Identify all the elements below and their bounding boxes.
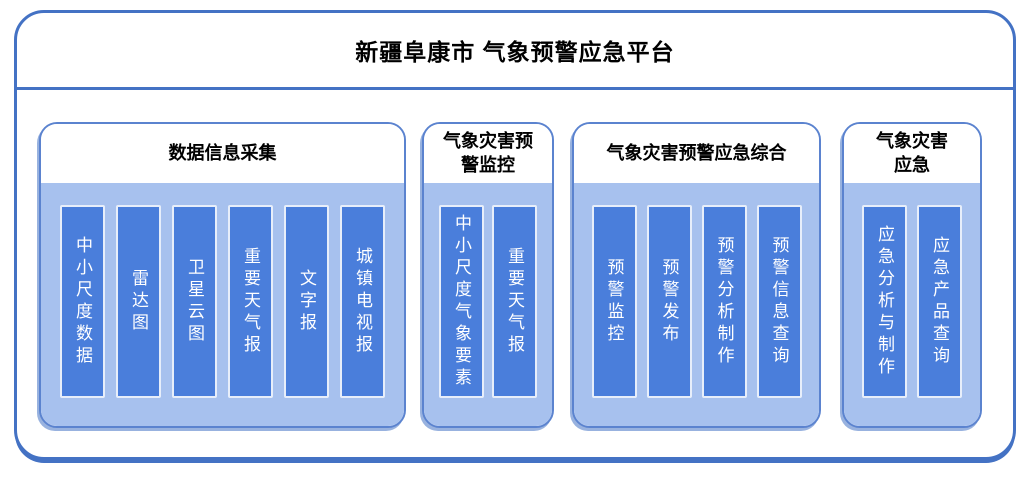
module-bar-label: 中小尺度气象要素 xyxy=(452,213,471,390)
title-divider xyxy=(17,87,1013,90)
groups-row: 数据信息采集 中小尺度数据 雷达图 卫星云图 重要天气报 文字报 xyxy=(17,122,1013,457)
module-bar-label: 卫星云图 xyxy=(185,257,204,346)
module-bar: 预警信息查询 xyxy=(756,205,802,398)
group-box-disaster-emergency: 气象灾害应急 应急分析与制作 应急产品查询 xyxy=(842,122,982,428)
module-bar-label: 预警监控 xyxy=(604,257,624,346)
module-bar: 雷达图 xyxy=(116,205,161,398)
platform-frame: 新疆阜康市 气象预警应急平台 数据信息采集 中小尺度数据 雷达图 卫星云图 xyxy=(14,10,1016,460)
module-bar-label: 预警发布 xyxy=(659,257,679,346)
platform-title: 新疆阜康市 气象预警应急平台 xyxy=(355,39,675,65)
module-bar-label: 中小尺度数据 xyxy=(73,235,92,368)
module-bar-label: 预警信息查询 xyxy=(769,235,789,368)
group-header-disaster-emergency: 气象灾害应急 xyxy=(844,124,980,183)
module-bar: 预警监控 xyxy=(591,205,637,398)
module-bar-label: 重要天气报 xyxy=(505,246,524,357)
module-bar: 文字报 xyxy=(284,205,329,398)
module-bar: 卫星云图 xyxy=(172,205,217,398)
group-header-data-collection: 数据信息采集 xyxy=(41,124,404,183)
module-bar: 重要天气报 xyxy=(228,205,273,398)
group-box-warning-monitoring: 气象灾害预警监控 中小尺度气象要素 重要天气报 xyxy=(422,122,554,428)
group-box-warning-emergency-integrated: 气象灾害预警应急综合 预警监控 预警发布 预警分析制作 预警信息查询 xyxy=(572,122,821,428)
module-bar-label: 雷达图 xyxy=(129,268,148,335)
module-bar-label: 应急产品查询 xyxy=(930,235,949,368)
group-body-data-collection: 中小尺度数据 雷达图 卫星云图 重要天气报 文字报 城镇电视 xyxy=(41,183,404,426)
module-bar: 中小尺度气象要素 xyxy=(439,205,484,398)
module-bar-label: 重要天气报 xyxy=(241,246,260,357)
module-bar-label: 城镇电视报 xyxy=(353,246,372,357)
module-bar: 中小尺度数据 xyxy=(60,205,105,398)
module-bar-label: 预警分析制作 xyxy=(714,235,734,368)
module-bar: 重要天气报 xyxy=(492,205,537,398)
group-box-data-collection: 数据信息采集 中小尺度数据 雷达图 卫星云图 重要天气报 文字报 xyxy=(39,122,406,428)
group-header-warning-emergency-integrated: 气象灾害预警应急综合 xyxy=(574,124,819,183)
group-body-warning-monitoring: 中小尺度气象要素 重要天气报 xyxy=(424,183,552,426)
module-bar: 预警发布 xyxy=(646,205,692,398)
module-bar: 城镇电视报 xyxy=(340,205,385,398)
group-header-warning-monitoring: 气象灾害预警监控 xyxy=(424,124,552,183)
module-bar-label: 文字报 xyxy=(297,268,316,335)
module-bar: 应急分析与制作 xyxy=(862,205,907,398)
module-bar-label: 应急分析与制作 xyxy=(875,224,894,379)
module-bar: 预警分析制作 xyxy=(701,205,747,398)
group-body-warning-emergency-integrated: 预警监控 预警发布 预警分析制作 预警信息查询 xyxy=(574,183,819,426)
group-body-disaster-emergency: 应急分析与制作 应急产品查询 xyxy=(844,183,980,426)
module-bar: 应急产品查询 xyxy=(917,205,962,398)
